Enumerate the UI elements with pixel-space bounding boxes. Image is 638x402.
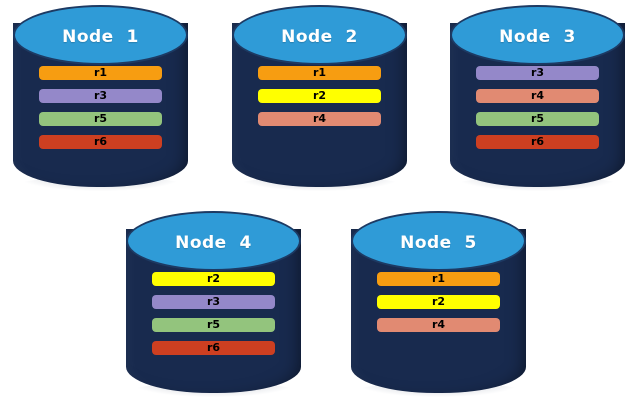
database-node-5[interactable]: Node 5 r1 r2 r4 [351,211,526,397]
replica-list: r2 r3 r5 r6 [126,272,301,355]
replica-bar[interactable]: r1 [258,66,381,80]
replica-label: r1 [431,272,446,285]
replica-bar[interactable]: r1 [39,66,162,80]
replica-label: r2 [431,295,446,308]
replica-label: r5 [206,318,221,331]
replica-bar[interactable]: r6 [152,341,275,355]
node-label: Node 4 [175,232,252,253]
replica-bar[interactable]: r4 [476,89,599,103]
database-node-2[interactable]: Node 2 r1 r2 r4 [232,5,407,191]
replica-label: r3 [206,295,221,308]
replica-label: r5 [530,112,545,125]
database-node-3[interactable]: Node 3 r3 r4 r5 r6 [450,5,625,191]
cylinder-top-ellipse: Node 3 [450,5,625,65]
replica-label: r2 [312,89,327,102]
node-label: Node 1 [62,26,139,47]
replica-label: r6 [93,135,108,148]
database-node-1[interactable]: Node 1 r1 r3 r5 r6 [13,5,188,191]
node-label: Node 3 [499,26,576,47]
replica-label: r1 [93,66,108,79]
replica-bar[interactable]: r5 [152,318,275,332]
replica-label: r2 [206,272,221,285]
replica-bar[interactable]: r4 [258,112,381,126]
replica-bar[interactable]: r2 [377,295,500,309]
cylinder-top-ellipse: Node 5 [351,211,526,271]
cylinder-top-ellipse: Node 4 [126,211,301,271]
replica-bar[interactable]: r3 [152,295,275,309]
replica-label: r1 [312,66,327,79]
replica-bar[interactable]: r2 [258,89,381,103]
replica-label: r3 [93,89,108,102]
replica-label: r5 [93,112,108,125]
replica-bar[interactable]: r6 [476,135,599,149]
replica-bar[interactable]: r2 [152,272,275,286]
replica-label: r4 [312,112,327,125]
node-label: Node 5 [400,232,477,253]
replica-bar[interactable]: r3 [39,89,162,103]
replica-bar[interactable]: r5 [476,112,599,126]
replica-label: r4 [431,318,446,331]
replica-label: r4 [530,89,545,102]
replica-label: r6 [206,341,221,354]
replica-bar[interactable]: r6 [39,135,162,149]
database-node-4[interactable]: Node 4 r2 r3 r5 r6 [126,211,301,397]
replica-bar[interactable]: r3 [476,66,599,80]
replica-list: r1 r3 r5 r6 [13,66,188,149]
cylinder-top-ellipse: Node 2 [232,5,407,65]
replica-list: r1 r2 r4 [351,272,526,332]
replica-list: r3 r4 r5 r6 [450,66,625,149]
node-label: Node 2 [281,26,358,47]
replica-bar[interactable]: r1 [377,272,500,286]
replica-bar[interactable]: r5 [39,112,162,126]
cylinder-top-ellipse: Node 1 [13,5,188,65]
replica-label: r3 [530,66,545,79]
replica-label: r6 [530,135,545,148]
replica-bar[interactable]: r4 [377,318,500,332]
replica-list: r1 r2 r4 [232,66,407,126]
